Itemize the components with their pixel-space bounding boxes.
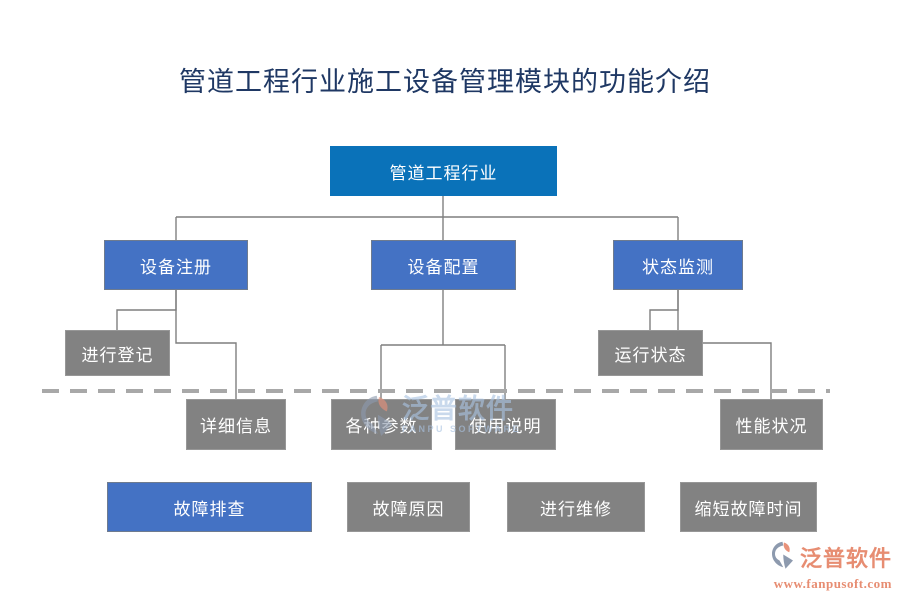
- node-label: 设备配置: [407, 257, 480, 277]
- fanpu-logo-icon: [770, 541, 798, 576]
- node-label: 设备注册: [140, 257, 212, 277]
- node-perform-repair: 进行维修: [507, 482, 645, 532]
- node-detail-info: 详细信息: [186, 399, 286, 450]
- node-label: 故障排查: [173, 499, 246, 519]
- node-device-register: 设备注册: [104, 240, 248, 290]
- node-registration: 进行登记: [65, 330, 170, 376]
- node-reduce-fault-time: 缩短故障时间: [680, 482, 817, 532]
- footer-brand-text: 泛普软件: [799, 545, 892, 571]
- footer-brand-logo: 泛普软件 www.fanpusoft.com: [752, 541, 892, 592]
- node-performance-status: 性能状况: [720, 399, 823, 450]
- node-fault-troubleshooting: 故障排查: [107, 482, 312, 532]
- node-parameters: 各种参数: [331, 399, 432, 450]
- page-title: 管道工程行业施工设备管理模块的功能介绍: [179, 67, 711, 97]
- node-label: 使用说明: [469, 417, 542, 436]
- node-fault-cause: 故障原因: [347, 482, 470, 532]
- node-label: 运行状态: [614, 345, 687, 365]
- node-root-label: 管道工程行业: [389, 163, 498, 183]
- footer-url-text: www.fanpusoft.com: [773, 576, 892, 591]
- node-label: 性能状况: [735, 417, 808, 436]
- node-label: 进行维修: [540, 499, 612, 519]
- node-label: 状态监测: [642, 257, 714, 277]
- node-usage-instructions: 使用说明: [455, 399, 556, 450]
- node-running-status: 运行状态: [598, 330, 703, 376]
- node-label: 各种参数: [345, 417, 418, 436]
- node-label: 进行登记: [81, 345, 154, 365]
- node-label: 缩短故障时间: [694, 499, 803, 519]
- node-label: 详细信息: [200, 417, 272, 436]
- node-root: 管道工程行业: [330, 146, 557, 196]
- node-device-config: 设备配置: [371, 240, 516, 290]
- node-label: 故障原因: [372, 499, 445, 519]
- node-status-monitor: 状态监测: [613, 240, 743, 290]
